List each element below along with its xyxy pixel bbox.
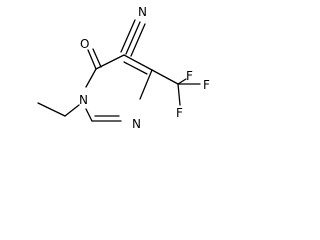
c4-cf3-bond [151, 69, 179, 85]
atom-labels: N O N N F F F [79, 5, 210, 131]
n1-ethyl-bond [64, 104, 80, 117]
atom-n1: N [79, 93, 88, 107]
ethyl-cc-bond [37, 102, 66, 117]
nitrile-bond-3 [130, 23, 146, 57]
atom-fluorine-top: F [186, 69, 193, 83]
bonds [37, 19, 201, 122]
chemical-structure-diagram: N O N N F F F [37, 5, 210, 131]
atom-fluorine-bottom: F [176, 106, 183, 120]
atom-fluorine-right: F [203, 78, 210, 92]
atom-n-nitrile: N [138, 5, 147, 19]
c4-n3-bond [139, 69, 153, 100]
nitrile-bond-1 [125, 21, 141, 55]
atom-n3: N [132, 117, 141, 131]
n1-c6-bond [85, 68, 97, 88]
carbonyl-bond-2 [92, 48, 102, 68]
cf3-f-bottom-bond [177, 83, 181, 106]
c6-c5-bond [95, 54, 125, 70]
cf3-f-top-bond [177, 78, 187, 85]
nitrile-bond-2 [120, 19, 136, 53]
c2-n1-bond [85, 108, 93, 122]
atom-oxygen: O [80, 37, 89, 51]
c5-c4-bond [123, 54, 153, 71]
carbonyl-bond-1 [87, 49, 97, 70]
c5-c4-bond-inner [123, 61, 148, 75]
